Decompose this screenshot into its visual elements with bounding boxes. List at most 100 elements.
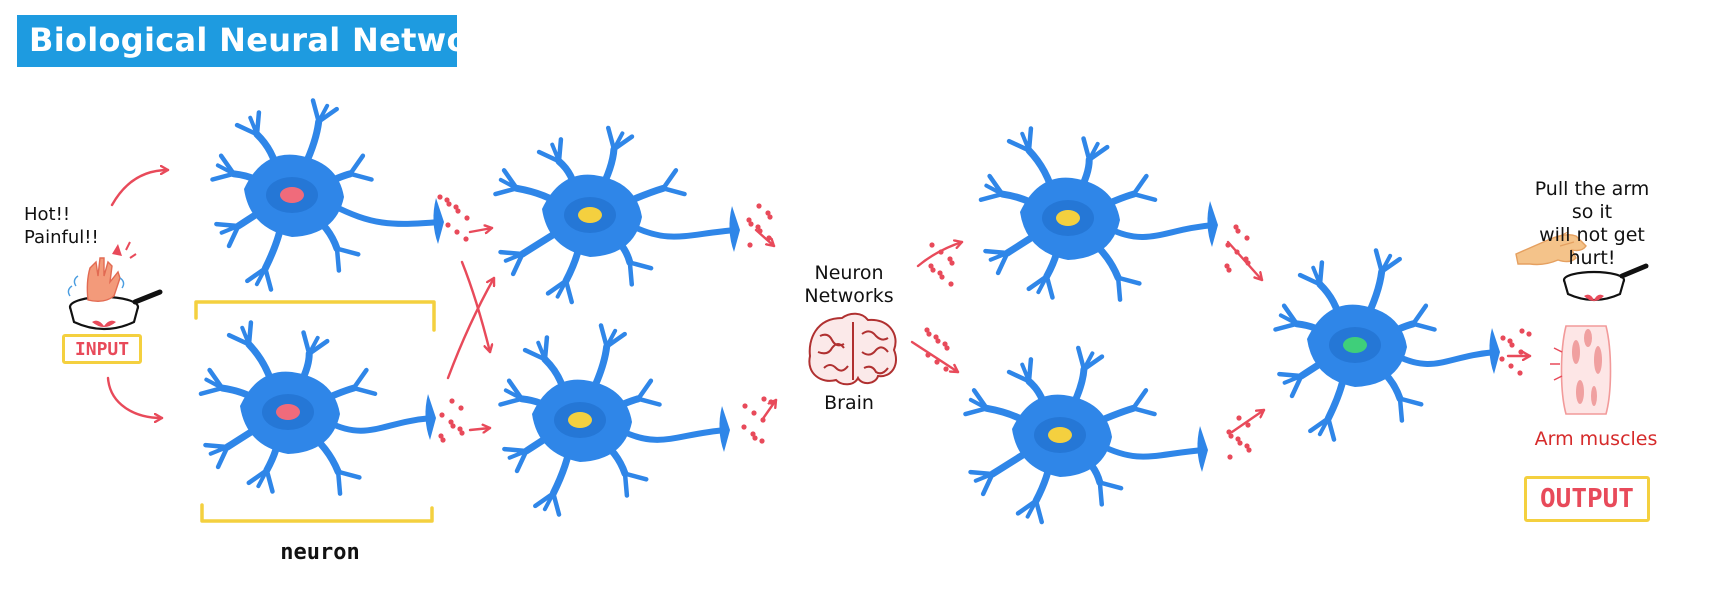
signal-dot bbox=[1243, 256, 1249, 262]
signal-dot bbox=[755, 224, 761, 230]
signal-dot bbox=[1244, 235, 1250, 241]
arrow-n2-n4 bbox=[468, 428, 492, 430]
nucleus bbox=[568, 412, 592, 428]
signal-dot bbox=[766, 235, 772, 241]
neuron-7 bbox=[1273, 248, 1500, 442]
signal-dot bbox=[947, 256, 953, 262]
neuron-4 bbox=[498, 323, 730, 517]
signal-dot bbox=[463, 236, 469, 242]
signal-dot bbox=[765, 210, 771, 216]
signal-dot bbox=[1235, 228, 1241, 234]
signal-dot bbox=[929, 242, 935, 248]
signal-dot bbox=[1518, 349, 1524, 355]
signal-dot bbox=[767, 214, 773, 220]
signal-dot bbox=[1244, 443, 1250, 449]
signal-dot bbox=[1508, 363, 1514, 369]
nucleus bbox=[578, 207, 602, 223]
signal-dot bbox=[1234, 249, 1240, 255]
signal-dot bbox=[1246, 447, 1252, 453]
neurotransmitter-dots bbox=[437, 194, 1532, 460]
hot-pan-hand-icon bbox=[67, 241, 163, 331]
networks-label: Neuron Networks bbox=[804, 262, 894, 307]
arrow-in-n5 bbox=[916, 242, 964, 268]
signal-dot bbox=[1224, 263, 1230, 269]
signal-dot bbox=[1228, 433, 1234, 439]
page-title: Biological Neural Network bbox=[29, 21, 507, 59]
signal-dot bbox=[948, 281, 954, 287]
signal-dot bbox=[748, 221, 754, 227]
signal-dot bbox=[459, 430, 465, 436]
arrow-n1-n3 bbox=[468, 228, 494, 232]
arrow-n6-n7 bbox=[1230, 408, 1266, 434]
title-banner: Biological Neural Network bbox=[17, 15, 506, 67]
output-label: OUTPUT bbox=[1540, 484, 1634, 514]
signal-dot bbox=[1526, 331, 1532, 337]
signal-dot bbox=[446, 201, 452, 207]
brain-label: Brain bbox=[824, 392, 874, 414]
signal-dot bbox=[924, 327, 930, 333]
signal-dot bbox=[1226, 267, 1232, 273]
signal-dot bbox=[453, 204, 459, 210]
signal-dot bbox=[938, 249, 944, 255]
neuron-3 bbox=[493, 125, 740, 305]
signal-dot bbox=[449, 398, 455, 404]
signal-dot bbox=[448, 419, 454, 425]
signal-dot bbox=[1237, 440, 1243, 446]
signal-dot bbox=[1236, 415, 1242, 421]
signal-dot bbox=[1227, 454, 1233, 460]
neuron-2 bbox=[198, 320, 436, 496]
signal-dot bbox=[1507, 338, 1513, 344]
signal-dot bbox=[925, 352, 931, 358]
signal-dot bbox=[1226, 429, 1232, 435]
signal-dot bbox=[934, 359, 940, 365]
signal-dot bbox=[928, 263, 934, 269]
output-box: OUTPUT bbox=[1524, 476, 1650, 522]
signal-dot bbox=[930, 267, 936, 273]
signal-dot bbox=[943, 366, 949, 372]
signal-dot bbox=[439, 412, 445, 418]
signal-dot bbox=[752, 435, 758, 441]
signal-dot bbox=[1519, 328, 1525, 334]
signal-dot bbox=[454, 229, 460, 235]
neuron-label: neuron bbox=[280, 540, 360, 565]
signal-dot bbox=[1245, 422, 1251, 428]
arrow-n4-out bbox=[760, 398, 778, 422]
nucleus bbox=[1048, 427, 1072, 443]
signal-dot bbox=[438, 433, 444, 439]
nucleus bbox=[1343, 337, 1367, 353]
arm-muscle-icon bbox=[1550, 325, 1612, 415]
signal-dot bbox=[942, 341, 948, 347]
input-box: INPUT bbox=[62, 334, 142, 364]
signal-dot bbox=[768, 399, 774, 405]
signal-dot bbox=[1245, 260, 1251, 266]
signal-dot bbox=[926, 331, 932, 337]
signal-dot bbox=[1235, 436, 1241, 442]
neuron-bracket bbox=[194, 300, 436, 523]
signal-dot bbox=[440, 437, 446, 443]
signal-dot bbox=[464, 215, 470, 221]
signal-dot bbox=[747, 242, 753, 248]
signal-dot bbox=[742, 403, 748, 409]
input-arrow-top bbox=[110, 170, 170, 207]
arrow-in-n6 bbox=[910, 340, 960, 374]
signal-dot bbox=[444, 197, 450, 203]
signal-dot bbox=[944, 345, 950, 351]
signal-dot bbox=[450, 423, 456, 429]
input-label: INPUT bbox=[74, 338, 130, 360]
signal-dot bbox=[757, 228, 763, 234]
signal-dot bbox=[1500, 335, 1506, 341]
signal-dot bbox=[949, 260, 955, 266]
signal-dot bbox=[750, 431, 756, 437]
action-label: Pull the arm so it will not get hurt! bbox=[1534, 178, 1650, 269]
stimulus-label: Hot!! Painful!! bbox=[24, 204, 99, 248]
cross-arrow-down bbox=[460, 260, 490, 354]
nucleus bbox=[276, 404, 300, 420]
pan-icon bbox=[1562, 263, 1649, 302]
signal-dot bbox=[939, 274, 945, 280]
nucleus bbox=[280, 187, 304, 203]
signal-dot bbox=[437, 194, 443, 200]
signal-dot bbox=[445, 222, 451, 228]
input-arrow-bottom bbox=[106, 376, 164, 418]
brain-icon bbox=[808, 312, 897, 386]
neuron-6 bbox=[963, 345, 1208, 525]
